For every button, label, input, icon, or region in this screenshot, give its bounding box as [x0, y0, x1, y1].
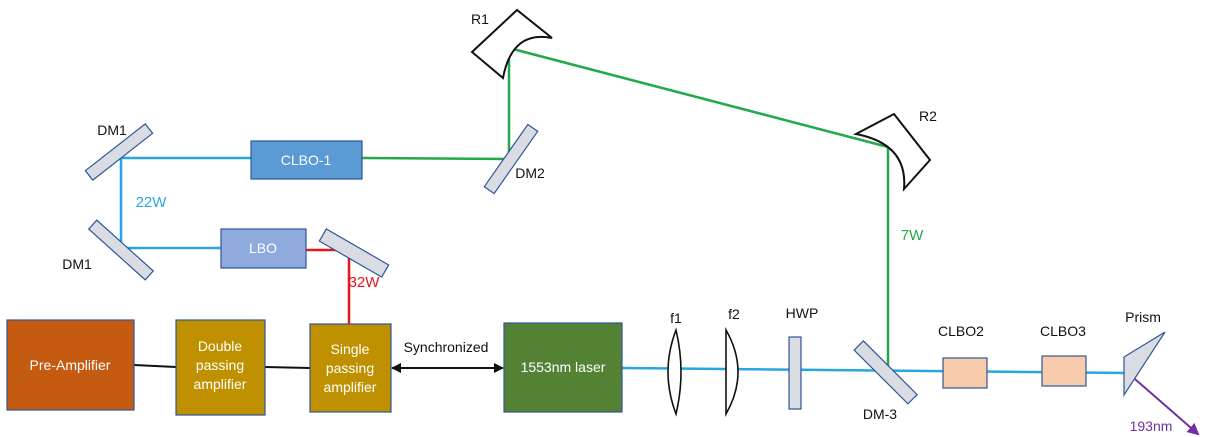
lens-f1 — [667, 327, 682, 417]
clbo2-label: CLBO2 — [938, 323, 984, 339]
pre-amplifier-label: Pre-Amplifier — [30, 357, 111, 373]
output-purple-beam — [1127, 372, 1200, 436]
biconvex-lens-icon — [667, 327, 682, 417]
r1-label: R1 — [471, 11, 489, 27]
single-amp-line2: passing — [326, 360, 374, 376]
double-amp-line2: passing — [196, 357, 244, 373]
link-preamp-double — [133, 364, 177, 368]
half-wave-plate — [788, 336, 802, 410]
single-amp-line1: Single — [331, 341, 370, 357]
f2-label: f2 — [728, 306, 740, 322]
red-power-label: 32W — [349, 274, 381, 291]
hwp-label: HWP — [786, 305, 819, 321]
single-passing-amplifier-box: Single passing amplifier — [309, 323, 392, 413]
green-power-label: 7W — [901, 227, 924, 244]
prism-icon — [1123, 331, 1166, 398]
lens-f2 — [725, 326, 739, 418]
curved-mirror-r2 — [853, 112, 932, 192]
dichroic-mirror-dm2 — [483, 123, 539, 195]
output-wavelength-label: 193nm — [1130, 418, 1173, 434]
clbo3-label: CLBO3 — [1040, 323, 1086, 339]
r2-label: R2 — [919, 108, 937, 124]
dichroic-mirror-dm1-bottom — [87, 219, 155, 281]
synchronized-label: Synchronized — [404, 339, 489, 355]
clbo1-label: CLBO-1 — [281, 152, 332, 168]
lbo-label: LBO — [249, 240, 277, 256]
dm2-label: DM2 — [515, 165, 545, 181]
dichroic-mirror-dm3 — [853, 340, 918, 405]
single-amp-line3: amplifier — [324, 379, 377, 395]
dm1-bottom-label: DM1 — [62, 256, 92, 272]
f1-label: f1 — [670, 310, 682, 326]
blue-power-label: 22W — [136, 194, 168, 211]
curved-mirror-r1 — [470, 8, 553, 80]
clbo2-crystal — [942, 357, 988, 389]
laser-box: 1553nm laser — [503, 322, 623, 413]
dm1-top-label: DM1 — [97, 122, 127, 138]
clbo3-crystal — [1041, 355, 1087, 387]
dm3-label: DM-3 — [863, 406, 897, 422]
red-beam — [306, 248, 351, 324]
double-amp-line3: amplifier — [194, 376, 247, 392]
lbo-crystal: LBO — [220, 228, 307, 269]
dichroic-mirror-dm1-top — [84, 123, 154, 181]
double-passing-amplifier-box: Double passing amplifier — [175, 319, 266, 416]
green-beam-clbo1-dm2 — [361, 156, 510, 161]
link-double-single — [264, 366, 311, 369]
clbo1-crystal: CLBO-1 — [250, 140, 363, 180]
biconvex-lens-icon — [725, 326, 739, 418]
fold-mirror-red — [318, 228, 390, 278]
prism-label: Prism — [1125, 309, 1161, 325]
double-amp-line1: Double — [198, 338, 243, 354]
pre-amplifier-box: Pre-Amplifier — [6, 319, 135, 411]
laser-label: 1553nm laser — [521, 359, 606, 375]
